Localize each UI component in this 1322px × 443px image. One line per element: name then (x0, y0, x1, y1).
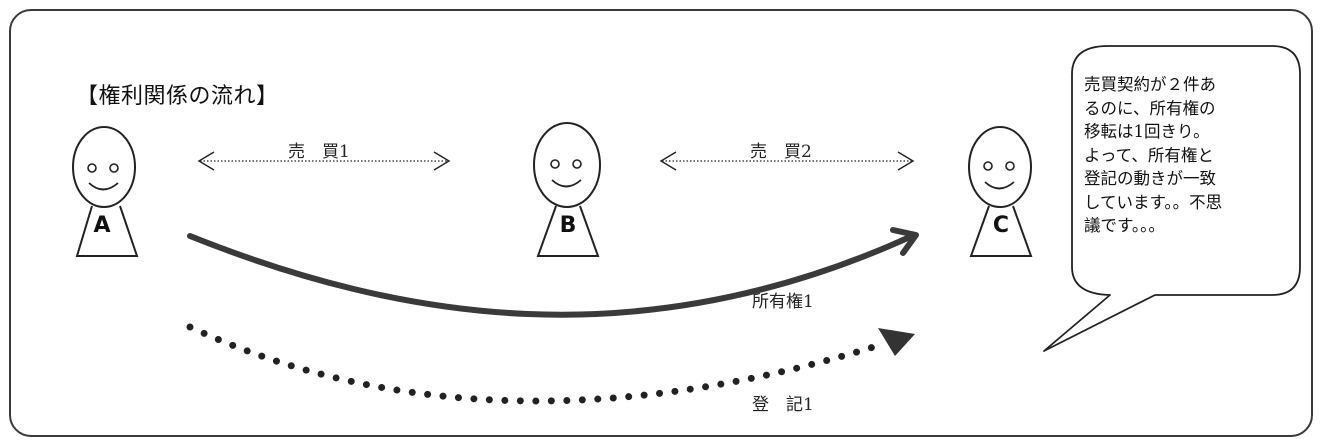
person-b: B (533, 122, 601, 257)
bubble-line: るのに、所有権の (1084, 98, 1216, 118)
person-a: A (72, 126, 139, 257)
diagram-frame (9, 9, 1313, 437)
bubble-text: 売買契約が２件あ るのに、所有権の 移転は1回きり。 よって、所有権と 登記の動… (1084, 73, 1289, 238)
sale2-label: 売 買2 (750, 142, 812, 162)
person-a-label: A (93, 213, 110, 238)
sale2-arrow: 売 買2 (659, 142, 915, 171)
registration-label: 登 記1 (752, 395, 814, 415)
person-b-label: B (560, 213, 577, 238)
sale1-label: 売 買1 (288, 142, 350, 162)
person-c: C (968, 126, 1033, 257)
bubble-line: 議です。。。 (1084, 216, 1165, 235)
bubble-line: 売買契約が２件あ (1084, 75, 1216, 94)
bubble-line: 登記の動きが一致 (1084, 169, 1216, 188)
person-c-label: C (993, 213, 1009, 238)
ownership-label: 所有権1 (752, 292, 814, 312)
bubble-line: よって、所有権と (1084, 145, 1214, 165)
sale1-arrow: 売 買1 (197, 142, 451, 171)
registration-arrow: 登 記1 (186, 323, 915, 415)
ownership-arrow: 所有権1 (187, 227, 919, 318)
diagram-title: 【権利関係の流れ】 (76, 84, 279, 109)
bubble-line: 移転は1回きり。 (1084, 122, 1210, 141)
speech-bubble (1043, 45, 1301, 352)
bubble-line: しています。。不思 (1084, 192, 1223, 212)
